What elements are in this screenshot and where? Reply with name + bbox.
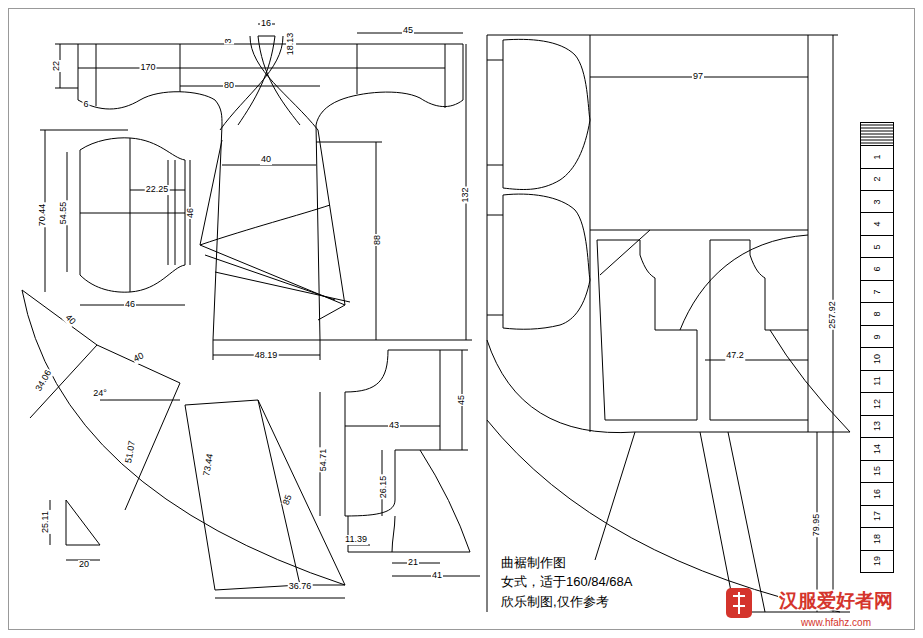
dimension-label: 36.76 [288, 582, 313, 592]
scale-cell: 4 [860, 212, 894, 236]
scale-number: 11 [872, 377, 882, 386]
scale-number: 19 [872, 556, 882, 566]
dimension-label: 40 [131, 351, 146, 365]
scale-cell: 12 [860, 392, 894, 416]
scale-number: 6 [872, 267, 882, 272]
scale-cell: 15 [860, 460, 894, 484]
watermark: 汉服爱好者网 [778, 590, 894, 611]
dimension-label: 47.2 [725, 351, 745, 361]
dimension-label: 22 [52, 60, 62, 72]
dimension-label: 6 [82, 100, 89, 110]
dimension-label: 48.19 [254, 351, 279, 361]
dimension-label: 11.39 [344, 535, 368, 545]
scale-cell: 3 [860, 190, 894, 214]
dimension-label: 51.07 [124, 439, 138, 465]
note-text: 女式，适于160/84/68A [500, 575, 634, 589]
scale-number: 8 [872, 312, 882, 317]
scale-cell: 1 [860, 145, 894, 169]
scale-number: 14 [872, 444, 882, 454]
dimension-label: 45 [402, 26, 414, 36]
dimension-label: 70.44 [38, 203, 48, 228]
note-text: 欣乐制图,仅作参考 [500, 595, 610, 609]
scale-cell: 2 [860, 168, 894, 192]
dimension-label: 26.15 [379, 475, 389, 500]
dimension-label: 40 [62, 312, 77, 327]
dimension-label: 88 [373, 234, 383, 246]
scale-cell: 18 [860, 527, 894, 551]
dimension-label: 22.25 [145, 185, 170, 195]
scale-cell: 7 [860, 280, 894, 304]
dimension-label: 24° [92, 389, 108, 399]
dimension-label: 79.95 [812, 513, 822, 538]
sheet-title: 曲裾制作图 [500, 556, 567, 570]
scale-number: 2 [872, 177, 882, 182]
scale-number: 9 [872, 334, 882, 339]
dimension-label: 21 [407, 558, 419, 568]
scale-cell: 5 [860, 235, 894, 259]
scale-cell: 8 [860, 302, 894, 326]
scale-cell: 19 [860, 550, 894, 574]
scale-cell: 9 [860, 325, 894, 349]
dimension-label: 80 [223, 81, 235, 91]
dimension-label: 16 [260, 19, 272, 29]
watermark-url: www.hfahz.com [800, 617, 872, 628]
dimension-label: 85 [281, 493, 294, 508]
dimension-label: 43 [388, 421, 400, 431]
scale-number: 13 [872, 421, 882, 431]
dimension-label: 34.06 [34, 368, 55, 394]
dimension-label: 257.92 [828, 300, 838, 330]
scale-number: 7 [872, 289, 882, 294]
dimension-label: 54.71 [319, 448, 329, 473]
scale-number: 4 [872, 222, 882, 227]
dimension-label: 41 [431, 571, 443, 581]
dimension-label: 170 [139, 63, 156, 73]
dimension-label: 45 [457, 394, 467, 406]
dimension-label: 54.55 [59, 201, 69, 226]
dimension-label: 132 [461, 186, 471, 203]
dimension-label: 20 [78, 560, 90, 570]
scale-number: 15 [872, 466, 882, 476]
scale-number: 3 [872, 199, 882, 204]
dimension-label: 73.44 [202, 452, 216, 478]
scale-cell: 6 [860, 257, 894, 281]
scale-cell: 10 [860, 347, 894, 371]
dimension-label: 3 [224, 37, 234, 44]
dimension-label: 18.13 [286, 32, 296, 57]
dimension-label: 46 [186, 207, 196, 219]
scale-number: 12 [872, 399, 882, 409]
scale-number: 18 [872, 534, 882, 544]
scale-number: 16 [872, 489, 882, 499]
scale-cell: 13 [860, 415, 894, 439]
dimension-label: 25.11 [41, 510, 51, 534]
scale-number: 10 [872, 354, 882, 364]
scale-cell: 11 [860, 370, 894, 394]
dimension-label: 40 [260, 155, 272, 165]
dimension-label: 46 [124, 300, 136, 310]
scale-cell: 17 [860, 505, 894, 529]
scale-number: 17 [872, 511, 882, 521]
scale-cell: 16 [860, 482, 894, 506]
scale-number: 5 [872, 244, 882, 249]
scale-cell: 14 [860, 437, 894, 461]
scale-number: 1 [872, 154, 882, 159]
dimension-label: 97 [692, 72, 704, 82]
